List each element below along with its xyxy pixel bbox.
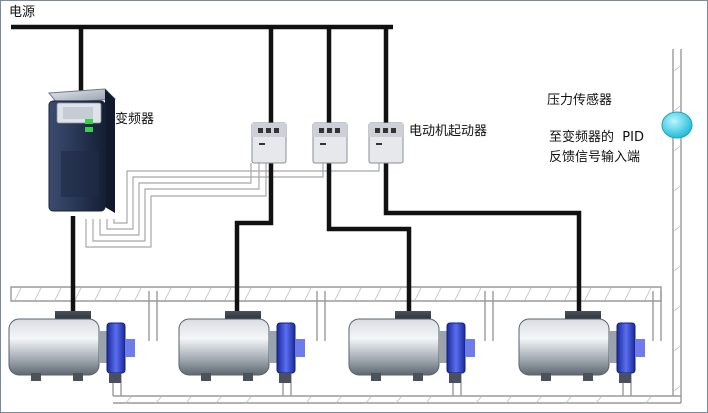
- power-wires: [11, 24, 582, 313]
- control-signal-wires: [85, 163, 380, 248]
- inverter-led-2: [85, 127, 93, 132]
- motor-pump-2: [178, 311, 305, 383]
- label-feedback-line1: 至变频器的 PID: [549, 129, 644, 145]
- motor-starter-1: [251, 122, 287, 164]
- inverter-led-1: [85, 119, 93, 124]
- motor-starter-3: [368, 122, 404, 164]
- label-inverter: 变频器: [115, 111, 154, 127]
- motor-pump-3: [348, 311, 475, 383]
- pipe-network: [10, 49, 682, 404]
- pressure-sensor: [661, 111, 693, 139]
- label-motor-starter: 电动机起动器: [409, 124, 487, 139]
- motor-pump-4: [518, 311, 645, 383]
- label-feedback-line2: 反馈信号输入端: [549, 149, 640, 165]
- inverter-unit: [48, 88, 117, 213]
- label-power: 电源: [9, 5, 35, 20]
- motor-pump-1: [8, 311, 135, 383]
- motor-starter-2: [312, 122, 348, 164]
- label-pressure-sensor: 压力传感器: [547, 92, 612, 108]
- pipe-hatching: [14, 65, 681, 404]
